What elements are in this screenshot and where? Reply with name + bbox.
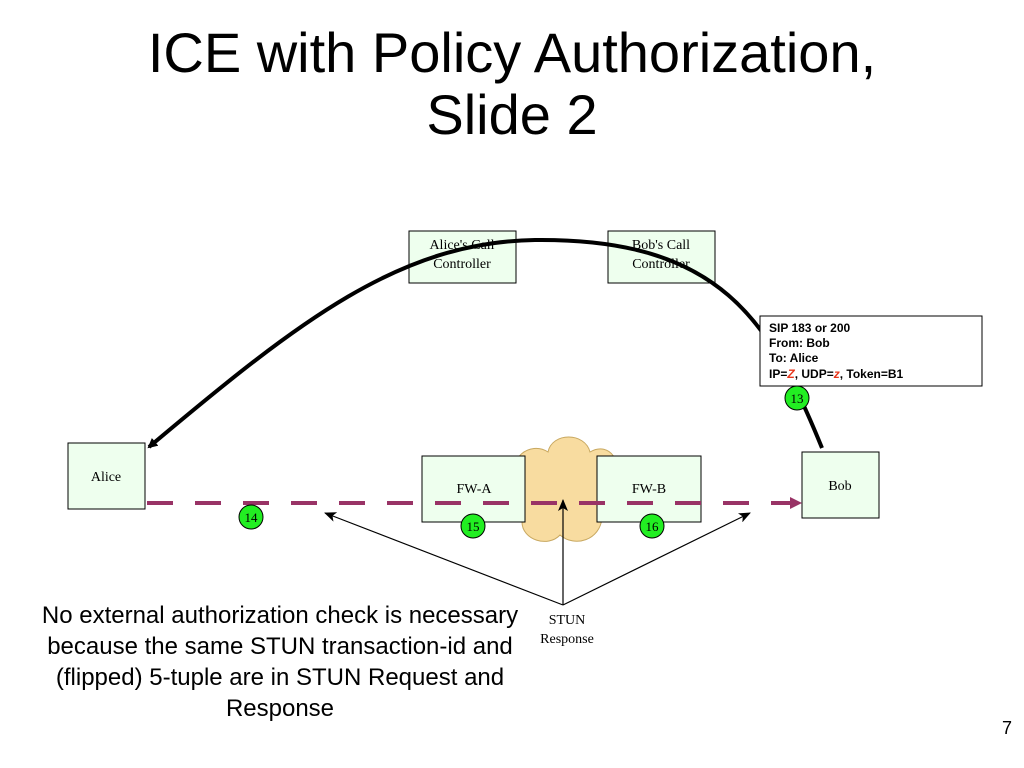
fw-a-label: FW-A <box>457 482 493 497</box>
svg-text:16: 16 <box>646 519 660 534</box>
alice-controller-line2: Controller <box>433 257 491 272</box>
page-number: 7 <box>1001 718 1012 738</box>
alice-endpoint: Alice <box>67 442 146 510</box>
sip-udp-value: z <box>833 367 840 381</box>
sip-line-2: From: Bob <box>769 336 830 350</box>
bob-endpoint: Bob <box>801 451 880 519</box>
sip-token: , Token=B1 <box>840 367 904 381</box>
title-line-2: Slide 2 <box>426 83 598 146</box>
alice-label: Alice <box>91 470 121 485</box>
alice-call-controller: Alice's Call Controller <box>408 230 517 284</box>
sip-message-box: SIP 183 or 200 From: Bob To: Alice IP=Z,… <box>759 315 983 387</box>
sip-line-3: To: Alice <box>769 351 819 365</box>
fw-b-label: FW-B <box>632 482 666 497</box>
firewall-b: FW-B <box>596 455 702 523</box>
svg-text:14: 14 <box>245 510 259 525</box>
bob-label: Bob <box>828 479 851 494</box>
sip-line-1: SIP 183 or 200 <box>769 321 850 335</box>
stun-response-line2: Response <box>540 632 594 647</box>
sip-ip-prefix: IP= <box>769 367 787 381</box>
step-badge-14: 14 <box>238 504 264 530</box>
firewall-a: FW-A <box>421 455 526 523</box>
bob-controller-line1: Bob's Call <box>632 238 690 253</box>
title-line-1: ICE with Policy Authorization, <box>147 21 877 84</box>
step-badge-13: 13 <box>784 385 810 411</box>
stun-response-arrows <box>324 499 751 606</box>
stun-response-line1: STUN <box>549 613 586 628</box>
svg-text:13: 13 <box>791 391 804 406</box>
step-badge-15: 15 <box>460 513 486 539</box>
explanation-note: No external authorization check is neces… <box>41 602 519 722</box>
step-badge-16: 16 <box>639 513 665 539</box>
alice-controller-line1: Alice's Call <box>429 238 494 253</box>
svg-text:15: 15 <box>467 519 480 534</box>
sip-ip-value: Z <box>786 367 795 381</box>
slide-title: ICE with Policy Authorization, Slide 2 <box>0 22 1024 146</box>
sip-line-4: IP=Z, UDP=z, Token=B1 <box>769 367 904 381</box>
sip-udp-prefix: , UDP= <box>795 367 834 381</box>
